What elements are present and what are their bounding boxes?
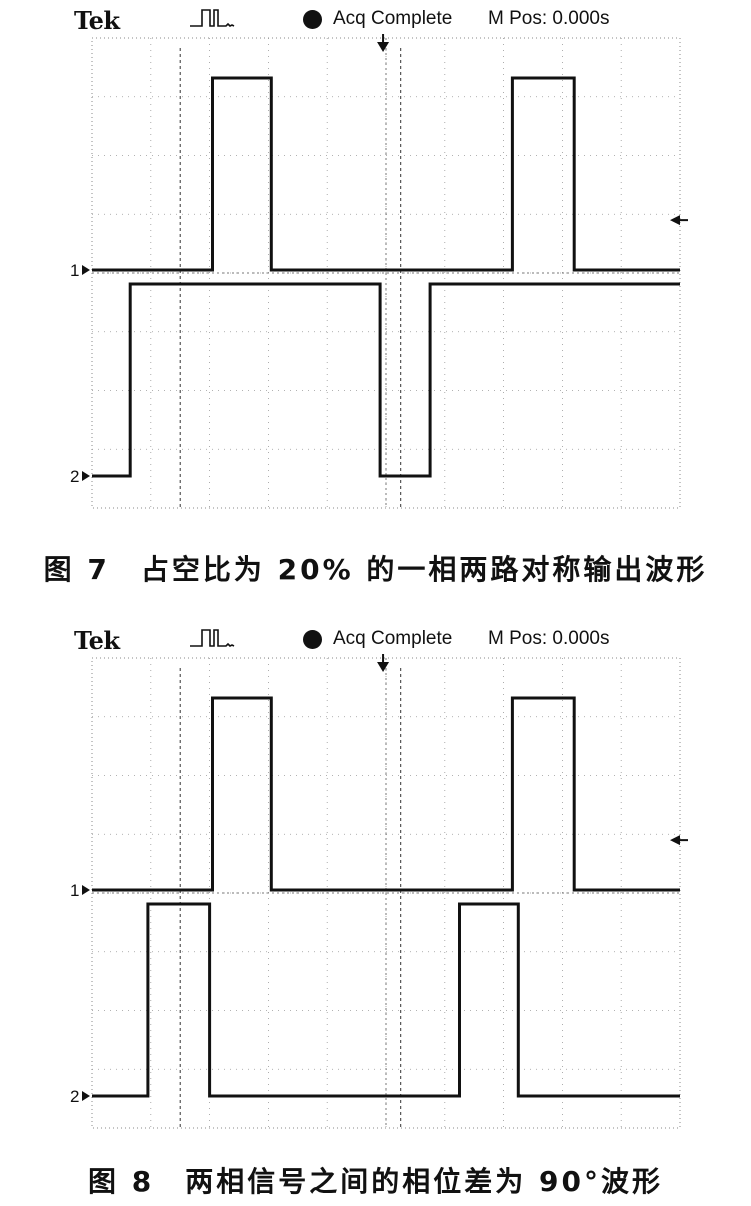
trace-channel-1: [92, 76, 680, 272]
trigger-position-marker: [377, 662, 390, 672]
acq-status-text: Acq Complete: [333, 628, 453, 649]
scope-screen: 12: [70, 34, 688, 509]
m-pos-readout: M Pos: 0.000s: [488, 628, 610, 649]
tek-logo: Tek: [74, 6, 120, 35]
channel-marker-arrow: [82, 885, 90, 895]
scope-header: Tek Acq Complete M Pos: 0.000s: [0, 620, 751, 660]
trace-channel-2: [92, 902, 680, 1098]
acq-status-text: Acq Complete: [333, 8, 453, 29]
scope-screen: 12: [70, 654, 688, 1129]
channel-marker-label: 2: [70, 1087, 79, 1106]
tek-logo: Tek: [74, 626, 120, 655]
channel-marker-label: 2: [70, 467, 79, 486]
figure-caption: 图 8 两相信号之间的相位差为 90°波形: [88, 1165, 663, 1198]
acq-status-dot: [303, 630, 322, 649]
channel-marker-arrow: [82, 471, 90, 481]
trigger-level-marker: [670, 215, 680, 226]
channel-marker-arrow: [82, 265, 90, 275]
trigger-pulse-icon: [190, 629, 235, 647]
trigger-pulse-icon: [190, 9, 235, 27]
channel-marker-label: 1: [70, 261, 79, 280]
scope-header: Tek Acq Complete M Pos: 0.000s: [0, 0, 751, 40]
trigger-level-marker: [670, 835, 680, 846]
trace-channel-1: [92, 696, 680, 892]
trigger-position-marker: [377, 42, 390, 52]
m-pos-readout: M Pos: 0.000s: [488, 8, 610, 29]
trace-channel-2: [92, 282, 680, 478]
figure-caption: 图 7 占空比为 20% 的一相两路对称输出波形: [43, 553, 708, 586]
channel-marker-arrow: [82, 1091, 90, 1101]
acq-status-dot: [303, 10, 322, 29]
channel-marker-label: 1: [70, 881, 79, 900]
